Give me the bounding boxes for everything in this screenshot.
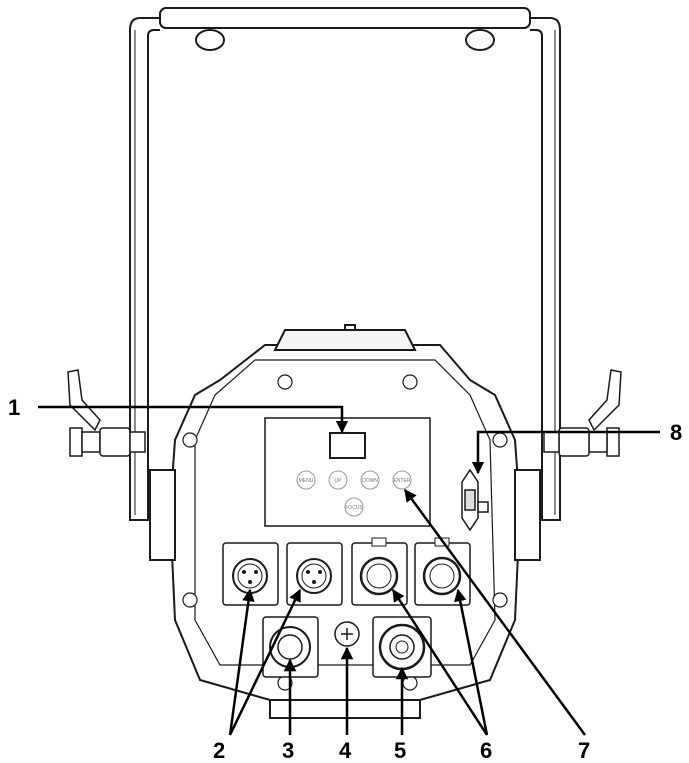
callout-3: 3 bbox=[282, 738, 294, 763]
callout-1: 1 bbox=[8, 395, 20, 420]
callout-leaders bbox=[38, 405, 660, 736]
safety-ground-screw bbox=[334, 621, 360, 647]
menu-button[interactable] bbox=[296, 470, 316, 490]
fuse-holder bbox=[461, 468, 489, 532]
right-lock-knob bbox=[543, 369, 622, 457]
callout-7: 7 bbox=[578, 738, 590, 763]
leader-2b bbox=[228, 588, 302, 736]
enter-button-label: ENTER bbox=[394, 478, 411, 484]
leader-8 bbox=[471, 430, 660, 475]
callout-6: 6 bbox=[480, 738, 492, 763]
dmx-out-connector bbox=[286, 542, 343, 606]
focus-button[interactable] bbox=[344, 497, 364, 517]
callout-5: 5 bbox=[394, 738, 406, 763]
left-lock-knob bbox=[67, 369, 146, 457]
up-button[interactable] bbox=[328, 470, 348, 490]
callout-4: 4 bbox=[339, 738, 352, 763]
callout-8: 8 bbox=[670, 420, 682, 445]
enter-button[interactable] bbox=[392, 470, 412, 490]
leader-1 bbox=[38, 405, 349, 434]
menu-button-label: MENU bbox=[299, 478, 314, 484]
ethercon-out-connector bbox=[414, 537, 471, 606]
body-screws bbox=[182, 374, 508, 691]
leader-2a bbox=[228, 588, 255, 736]
down-button[interactable] bbox=[360, 470, 380, 490]
ethercon-in-connector bbox=[351, 537, 408, 606]
dmx-in-connector bbox=[222, 542, 279, 606]
callout-2: 2 bbox=[213, 738, 225, 763]
down-button-label: DOWN bbox=[362, 478, 378, 484]
power-in-connector bbox=[262, 616, 319, 678]
up-button-label: UP bbox=[335, 478, 343, 484]
lcd-display bbox=[329, 432, 366, 459]
focus-button-label: FOCUS bbox=[345, 505, 363, 511]
control-panel: MENU UP DOWN ENTER FOCUS bbox=[264, 417, 431, 527]
leader-7 bbox=[403, 488, 587, 736]
leader-6b bbox=[454, 588, 489, 736]
leader-6a bbox=[391, 588, 489, 736]
